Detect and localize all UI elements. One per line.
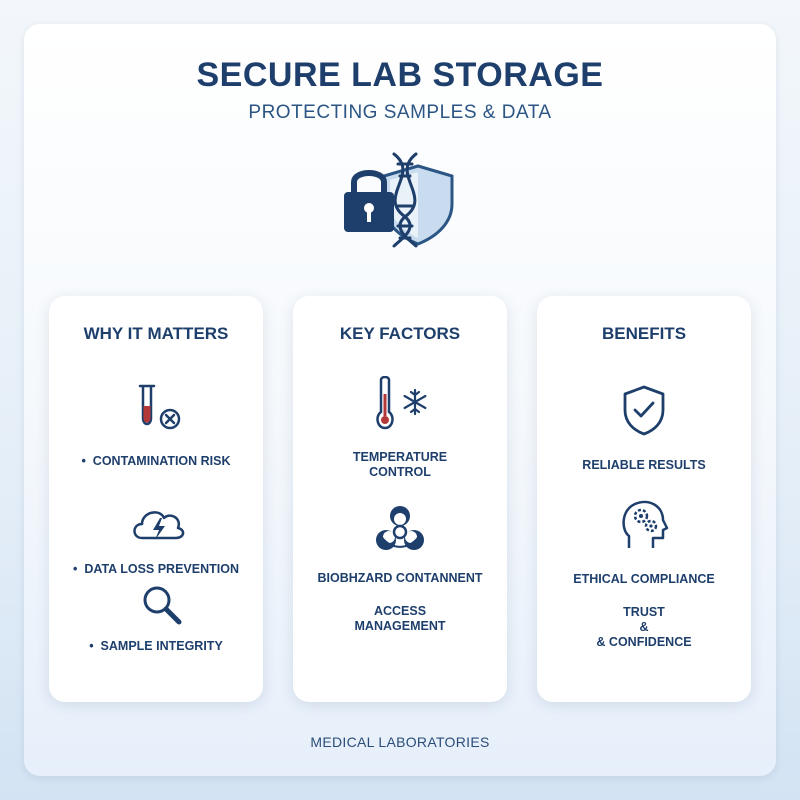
- list-item: ETHICAL COMPLIANCE: [573, 572, 715, 586]
- list-item: • CONTAMINATION RISK: [81, 454, 231, 468]
- list-item: • SAMPLE INTEGRITY: [89, 639, 223, 653]
- padlock-icon: [344, 170, 394, 232]
- cloud-lightning-icon: [133, 511, 185, 540]
- list-item: TRUST & & CONFIDENCE: [596, 605, 692, 649]
- snowflake-icon: [403, 388, 427, 416]
- shield-check-icon: [623, 385, 665, 436]
- page-title: SECURE LAB STORAGE: [196, 56, 604, 94]
- list-item: TEMPERATURE CONTROL: [352, 450, 448, 479]
- dna-icon: [392, 152, 418, 248]
- list-item: BIOBHZARD CONTANNENT: [317, 571, 483, 585]
- page-subtitle: PROTECTING SAMPLES & DATA: [248, 102, 552, 123]
- card-title: KEY FACTORS: [339, 324, 461, 343]
- biohazard-icon: [376, 506, 424, 550]
- list-item: ACCESS MANAGEMENT: [354, 604, 446, 633]
- list-item: • DATA LOSS PREVENTION: [73, 562, 239, 576]
- card-title: WHY IT MATTERS: [83, 324, 229, 343]
- list-item: RELIABLE RESULTS: [582, 458, 706, 472]
- card-key-factors: KEY FACTORS TEMPERATURE CONTROL BIOBHZAR…: [293, 296, 507, 702]
- thermometer-icon: [376, 376, 427, 430]
- card-why-it-matters: WHY IT MATTERS • CONTAMINATION RISK • DA…: [49, 296, 263, 702]
- hero-icon-group: [344, 152, 454, 248]
- brain-gears-icon: [622, 500, 669, 548]
- test-tube-icon: [138, 384, 181, 430]
- magnifier-icon: [143, 586, 182, 625]
- shield-icon: [382, 164, 454, 246]
- footer-text: MEDICAL LABORATORIES: [310, 734, 490, 750]
- card-benefits: BENEFITS RELIABLE RESULTS ETHICAL COMPLI…: [537, 296, 751, 702]
- card-title: BENEFITS: [601, 324, 687, 343]
